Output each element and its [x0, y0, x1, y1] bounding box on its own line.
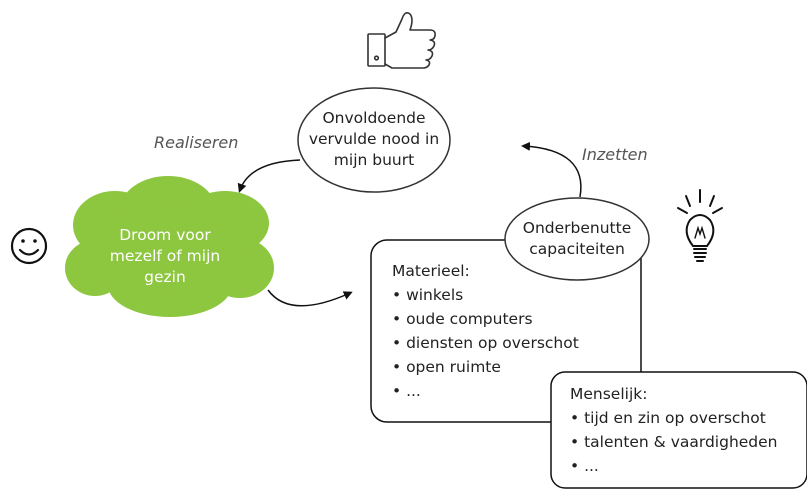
dream-line-2: mezelf of mijn — [109, 247, 221, 265]
dream-line-1: Droom voor — [119, 226, 211, 244]
material-list: winkels oude computers diensten op overs… — [392, 283, 637, 403]
thumbs-up-icon — [367, 12, 436, 69]
material-item: winkels — [392, 283, 637, 307]
material-item: open ruimte — [392, 355, 637, 379]
need-line-3: mijn buurt — [333, 151, 415, 169]
material-item: ... — [392, 379, 637, 403]
material-item: oude computers — [392, 307, 637, 331]
material-box: Materieel: winkels oude computers dienst… — [392, 259, 637, 403]
dream-to-capacities-arrow — [267, 289, 353, 307]
dream-cloud — [65, 176, 274, 317]
need-node-text: Onvoldoende vervulde nood in mijn buurt — [298, 108, 450, 171]
need-node-shape — [297, 87, 451, 193]
capacities-line-2: capaciteiten — [529, 240, 625, 258]
material-item: diensten op overschot — [392, 331, 637, 355]
lightbulb-icon — [677, 189, 723, 262]
dream-line-3: gezin — [144, 268, 186, 286]
dream-node-text: Droom voor mezelf of mijn gezin — [100, 225, 230, 288]
realize-label: Realiseren — [154, 133, 239, 152]
human-box: Menselijk: tijd en zin op overschot tale… — [570, 382, 805, 478]
material-title: Materieel: — [392, 262, 470, 280]
need-line-1: Onvoldoende — [322, 109, 426, 127]
capacities-node-text: Onderbenutte capaciteiten — [505, 218, 649, 260]
human-item: ... — [570, 454, 805, 478]
human-title: Menselijk: — [570, 385, 648, 403]
deploy-arrow — [521, 141, 582, 198]
human-list: tijd en zin op overschot talenten & vaar… — [570, 406, 805, 478]
capacities-line-1: Onderbenutte — [522, 219, 632, 237]
capacities-node-shape — [504, 197, 650, 281]
smiley-icon — [10, 227, 48, 265]
human-item: talenten & vaardigheden — [570, 430, 805, 454]
deploy-label: Inzetten — [582, 145, 648, 164]
human-item: tijd en zin op overschot — [570, 406, 805, 430]
realize-arrow — [237, 159, 301, 193]
need-line-2: vervulde nood in — [308, 130, 440, 148]
